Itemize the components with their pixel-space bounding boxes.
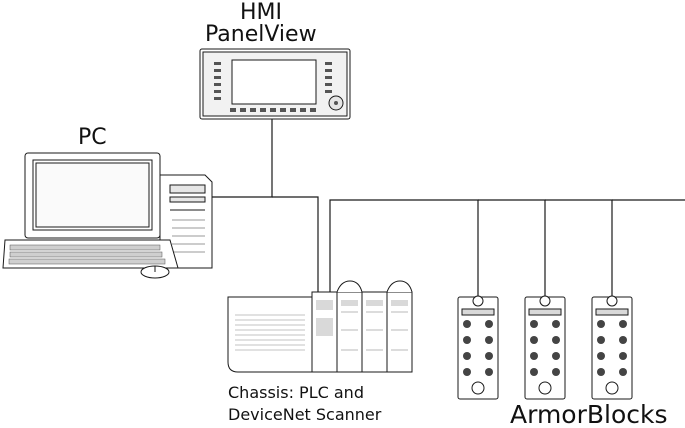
hmi-to-plc-line — [272, 196, 319, 297]
armorblock-icon — [457, 295, 499, 400]
armorblock-icon — [524, 295, 566, 400]
armorblock-icon — [591, 295, 633, 400]
hmi-label-line2: PanelView — [205, 22, 317, 47]
network-lines — [200, 118, 685, 297]
network-bus-line — [329, 199, 479, 297]
plc-chassis-icon — [227, 280, 413, 373]
armorblocks-label: ArmorBlocks — [510, 400, 668, 428]
desktop-computer-icon — [2, 152, 213, 279]
armorblock-2-line — [478, 199, 546, 297]
hmi-label-line1: HMI — [240, 0, 283, 25]
armorblock-3-line — [545, 199, 613, 297]
pc-label: PC — [78, 125, 107, 150]
hmi-panel-icon — [199, 48, 351, 120]
chassis-label-line2: DeviceNet Scanner — [228, 405, 382, 424]
chassis-label-line1: Chassis: PLC and — [228, 383, 364, 402]
